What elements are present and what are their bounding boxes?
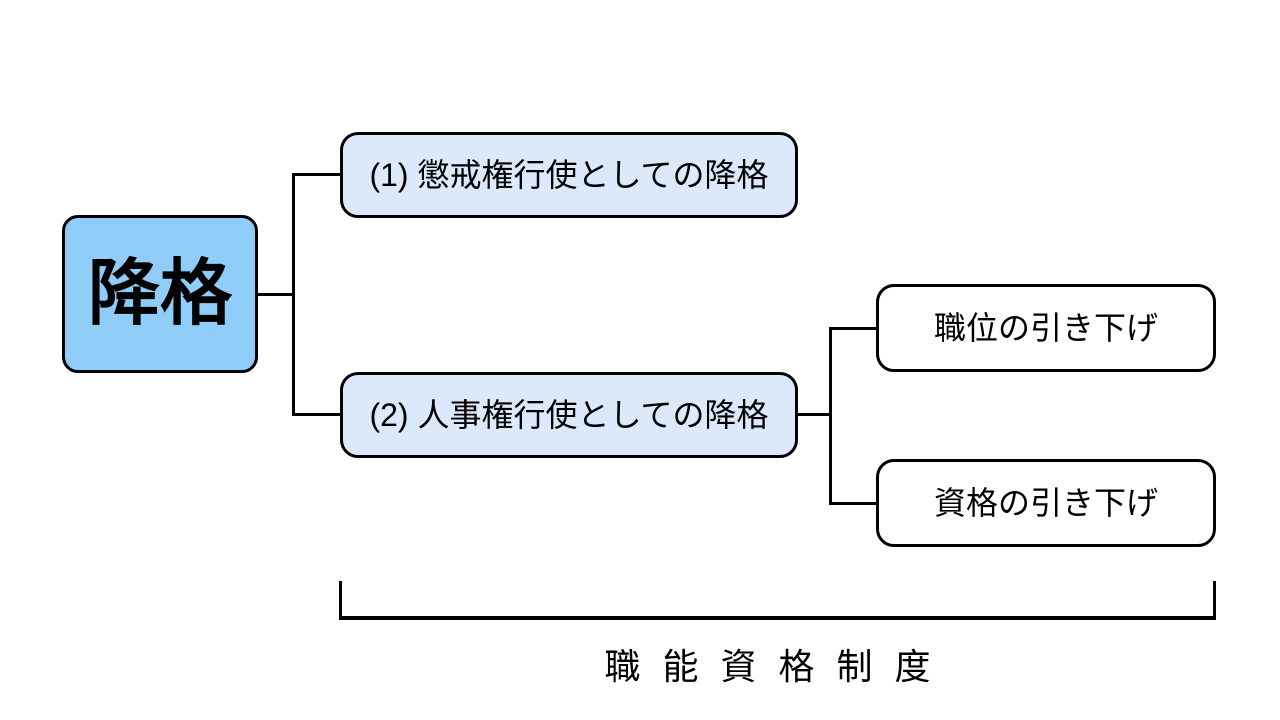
- connector-branch2-right-horizontal: [798, 413, 832, 416]
- leaf-node-grade-lowering-label: 資格の引き下げ: [933, 484, 1158, 521]
- bracket-label: 職能資格制度: [604, 646, 953, 687]
- leaf-node-grade-lowering: 資格の引き下げ: [876, 459, 1216, 547]
- connector-branch2-horizontal: [292, 413, 340, 416]
- branch-node-personnel-label: (2) 人事権行使としての降格: [369, 396, 769, 433]
- root-node-demotion: 降格: [62, 215, 258, 373]
- bracket-left-tick: [339, 581, 342, 620]
- bracket-horizontal-line: [339, 616, 1216, 620]
- branch-node-disciplinary-label: (1) 懲戒権行使としての降格: [369, 156, 769, 193]
- bracket-right-tick: [1213, 581, 1216, 620]
- connector-leaf1-horizontal: [829, 327, 876, 330]
- connector-branch1-horizontal: [292, 173, 340, 176]
- connector-left-vertical: [292, 173, 295, 416]
- leaf-node-position-lowering: 職位の引き下げ: [876, 284, 1216, 372]
- connector-leaf2-horizontal: [829, 502, 876, 505]
- connector-right-vertical: [829, 327, 832, 505]
- branch-node-personnel: (2) 人事権行使としての降格: [340, 372, 798, 458]
- leaf-node-position-lowering-label: 職位の引き下げ: [933, 309, 1158, 346]
- branch-node-disciplinary: (1) 懲戒権行使としての降格: [340, 132, 798, 218]
- connector-root-horizontal: [258, 293, 294, 296]
- root-node-label: 降格: [87, 253, 232, 334]
